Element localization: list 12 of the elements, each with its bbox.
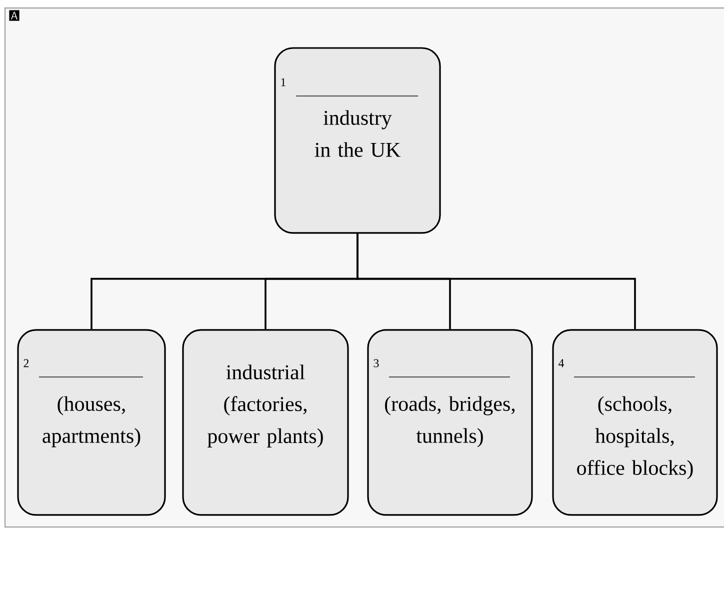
panel-letter: A bbox=[9, 10, 20, 21]
callout-number: 2 bbox=[24, 359, 29, 368]
description: (roads, bridges, tunnels) bbox=[385, 396, 515, 448]
description: (houses, apartments) bbox=[42, 396, 140, 448]
description: industry in the UK bbox=[314, 110, 400, 157]
description: (factories, power plants) bbox=[208, 396, 323, 448]
callout-number: 3 bbox=[374, 359, 379, 368]
callout-number: 4 bbox=[558, 359, 564, 368]
callout-number: 1 bbox=[281, 78, 286, 86]
description: (schools, hospitals, office blocks) bbox=[577, 396, 693, 480]
connector-line bbox=[356, 234, 636, 330]
heading: industrial bbox=[226, 364, 305, 380]
